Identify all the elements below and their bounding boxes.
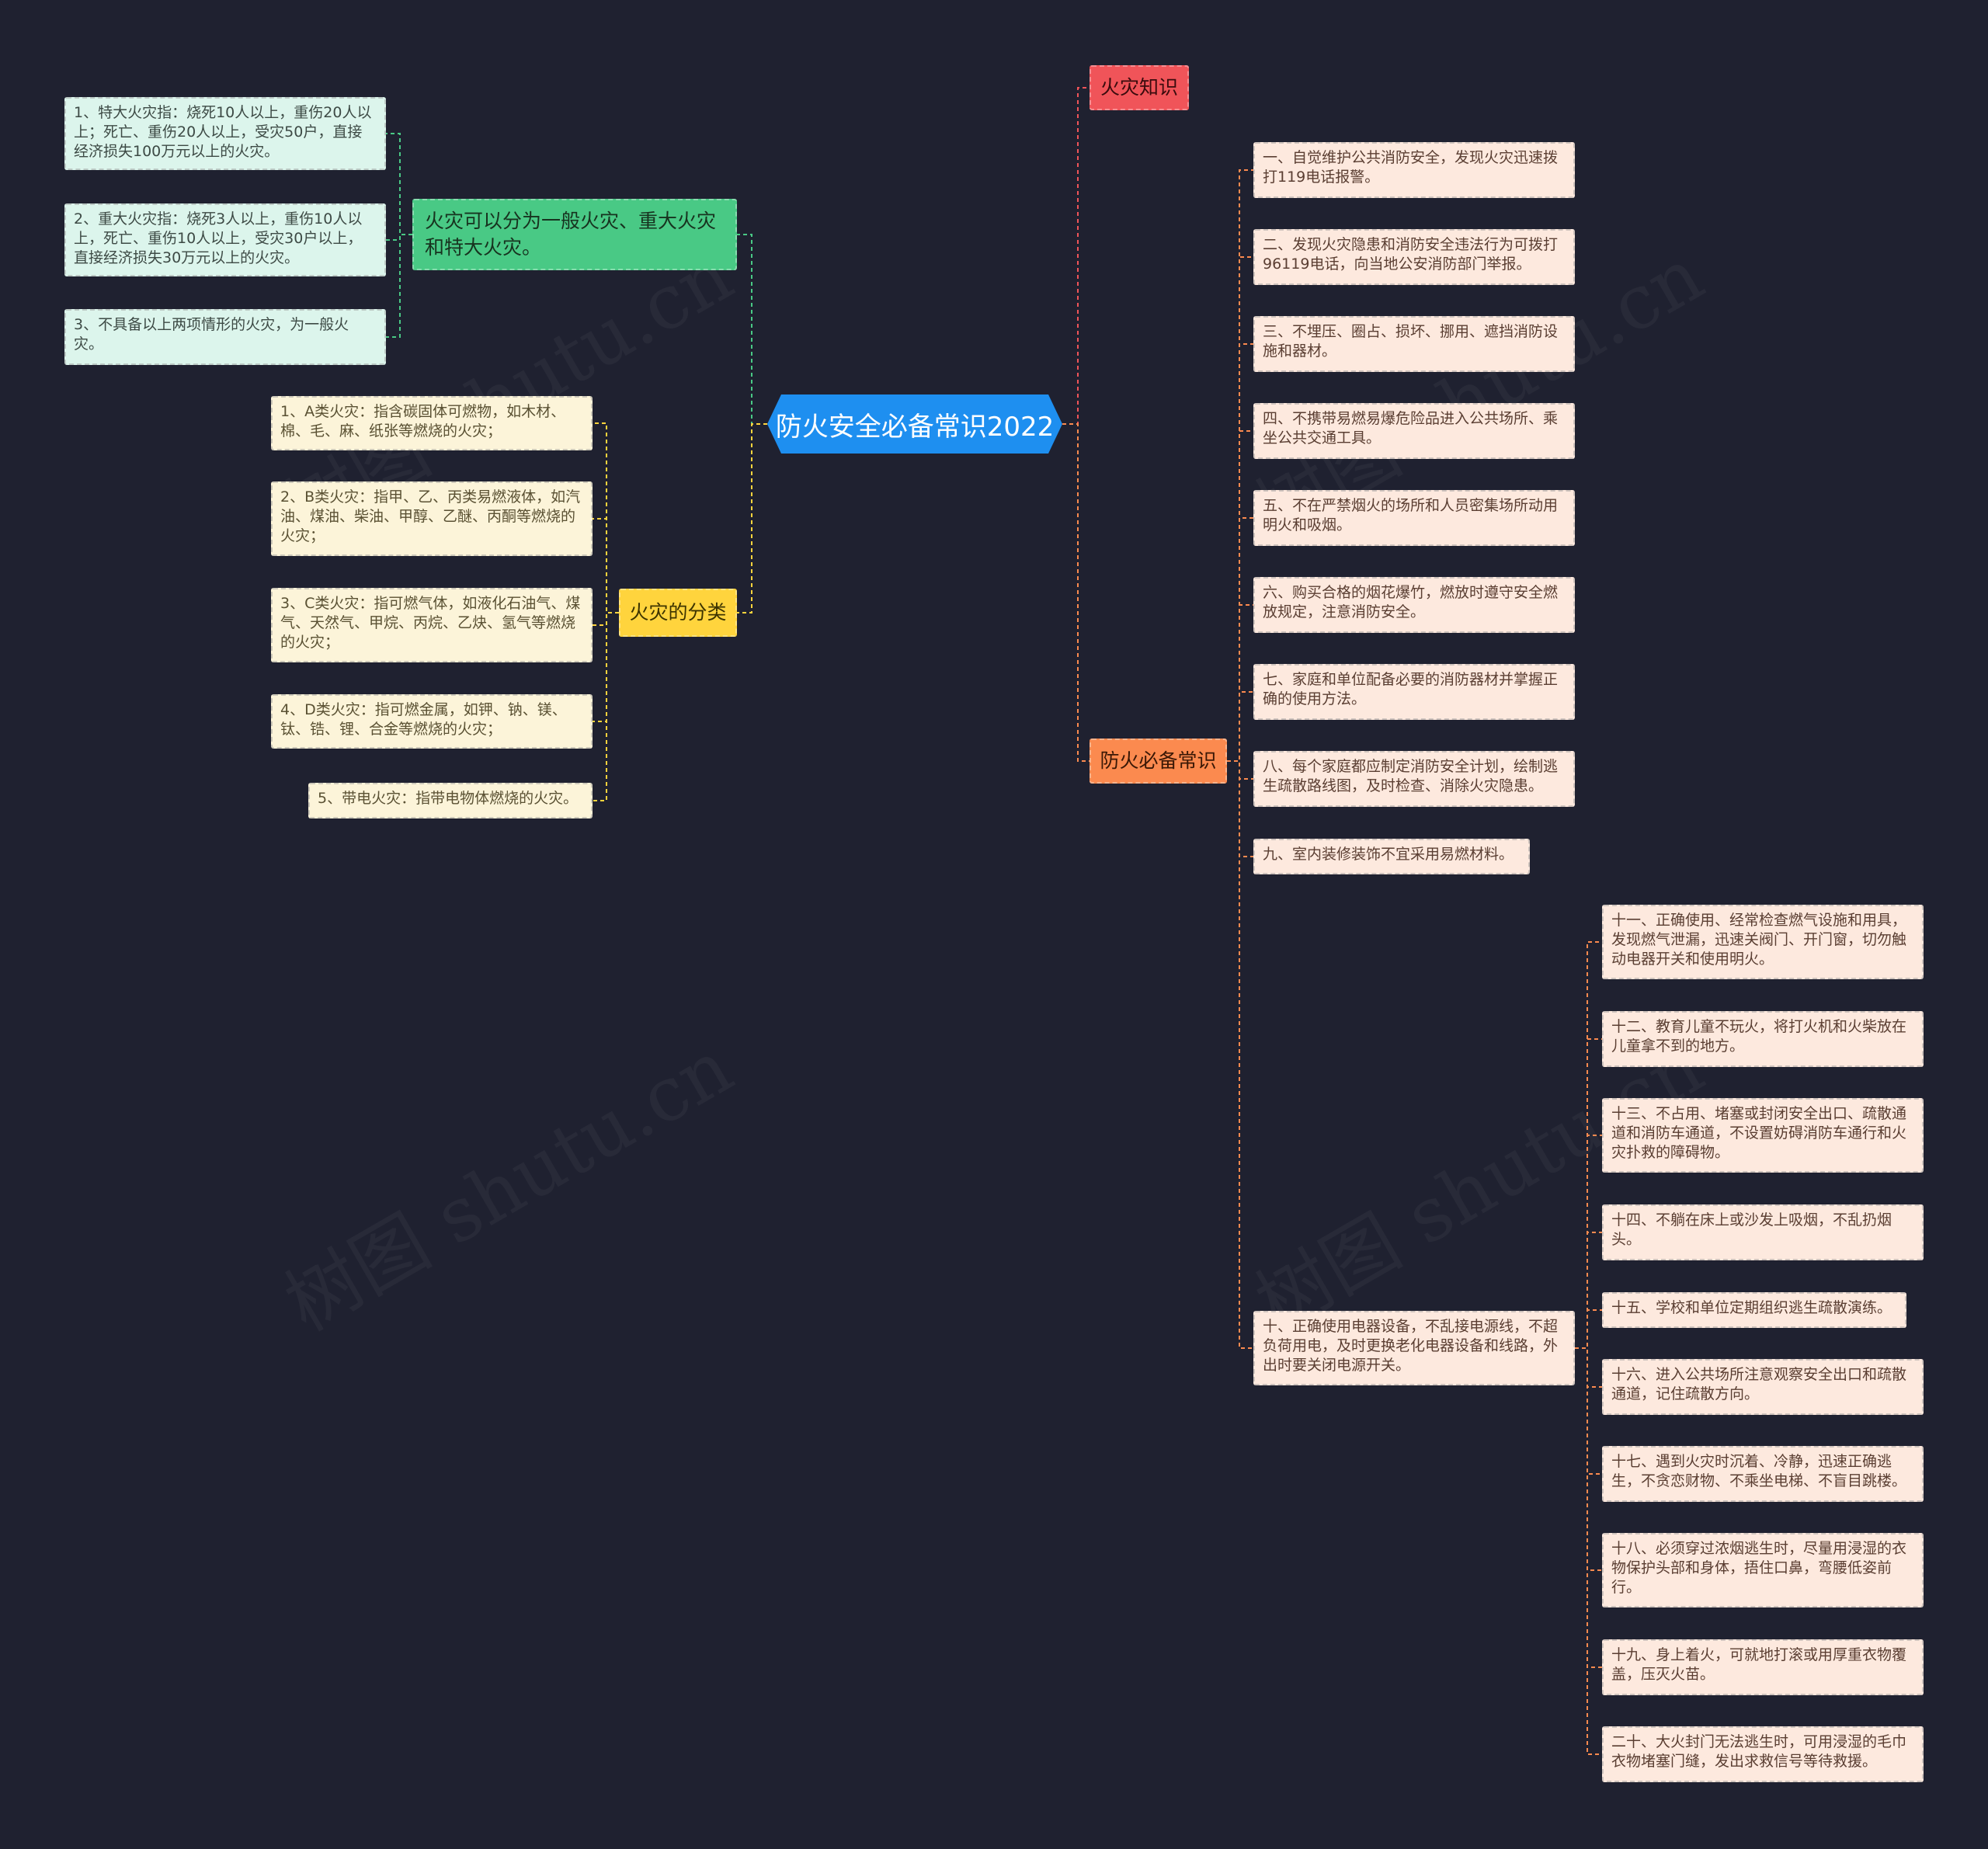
class-item[interactable]: 1、A类火灾：指含碳固体可燃物，如木材、棉、毛、麻、纸张等燃烧的火灾； bbox=[271, 396, 593, 450]
connector-line bbox=[1575, 1038, 1602, 1349]
connector-line bbox=[1227, 691, 1253, 762]
common-item[interactable]: 十、正确使用电器设备，不乱接电源线，不超负荷用电，及时更换老化电器设备和线路，外… bbox=[1253, 1311, 1575, 1385]
connector-line bbox=[593, 612, 619, 626]
common-item[interactable]: 四、不携带易燃易爆危险品进入公共场所、乘坐公共交通工具。 bbox=[1253, 403, 1575, 459]
connector-line bbox=[1575, 1347, 1602, 1388]
sub-item[interactable]: 十一、正确使用、经常检查燃气设施和用具，发现燃气泄漏，迅速关阀门、开门窗，切勿触… bbox=[1602, 905, 1924, 979]
common-item[interactable]: 九、室内装修装饰不宜采用易燃材料。 bbox=[1253, 839, 1530, 874]
sub-item[interactable]: 二十、大火封门无法逃生时，可用浸湿的毛巾衣物堵塞门缝，发出求救信号等待救援。 bbox=[1602, 1726, 1924, 1782]
sub-item[interactable]: 十七、遇到火灾时沉着、冷静，迅速正确逃生，不贪恋财物、不乘坐电梯、不盲目跳楼。 bbox=[1602, 1446, 1924, 1502]
connector-line bbox=[1227, 343, 1253, 762]
connector-line bbox=[1227, 760, 1253, 1349]
common-item[interactable]: 七、家庭和单位配备必要的消防器材并掌握正确的使用方法。 bbox=[1253, 664, 1575, 720]
connector-line bbox=[1575, 1135, 1602, 1349]
types-item[interactable]: 3、不具备以上两项情形的火灾，为一般火灾。 bbox=[64, 309, 386, 365]
branch-fire-common-sense[interactable]: 防火必备常识 bbox=[1090, 739, 1227, 784]
types-item[interactable]: 2、重大火灾指：烧死3人以上，重伤10人以上，死亡、重伤10人以上，受灾30户以… bbox=[64, 203, 386, 276]
sub-item[interactable]: 十八、必须穿过浓烟逃生时，尽量用浸湿的衣物保护头部和身体，捂住口鼻，弯腰低姿前行… bbox=[1602, 1533, 1924, 1607]
root-topic[interactable]: 防火安全必备常识2022 bbox=[767, 394, 1062, 454]
connector-line bbox=[1575, 1347, 1602, 1475]
connector-line bbox=[593, 518, 619, 613]
connector-line bbox=[1227, 604, 1253, 762]
branch-fire-classes[interactable]: 火灾的分类 bbox=[619, 589, 737, 637]
connector-line bbox=[1575, 1309, 1602, 1349]
branch-fire-knowledge[interactable]: 火灾知识 bbox=[1090, 65, 1189, 110]
connector-line bbox=[1062, 87, 1090, 425]
connector-line bbox=[1575, 1347, 1602, 1668]
connector-line bbox=[1575, 941, 1602, 1349]
connector-line bbox=[386, 133, 412, 235]
common-item[interactable]: 五、不在严禁烟火的场所和人员密集场所动用明火和吸烟。 bbox=[1253, 490, 1575, 546]
class-item[interactable]: 5、带电火灾：指带电物体燃烧的火灾。 bbox=[308, 783, 593, 818]
connector-line bbox=[1227, 760, 1253, 857]
connector-line bbox=[1062, 423, 1090, 762]
connector-line bbox=[737, 423, 767, 613]
connector-line bbox=[1575, 1347, 1602, 1755]
sub-item[interactable]: 十五、学校和单位定期组织逃生疏散演练。 bbox=[1602, 1292, 1906, 1328]
class-item[interactable]: 4、D类火灾：指可燃金属，如钾、钠、镁、钛、锆、锂、合金等燃烧的火灾； bbox=[271, 694, 593, 749]
sub-item[interactable]: 十九、身上着火，可就地打滚或用厚重衣物覆盖，压灭火苗。 bbox=[1602, 1639, 1924, 1695]
branch-fire-types[interactable]: 火灾可以分为一般火灾、重大火灾和特大火灾。 bbox=[412, 199, 737, 270]
common-item[interactable]: 二、发现火灾隐患和消防安全违法行为可拨打96119电话，向当地公安消防部门举报。 bbox=[1253, 229, 1575, 285]
sub-item[interactable]: 十六、进入公共场所注意观察安全出口和疏散通道，记住疏散方向。 bbox=[1602, 1359, 1924, 1415]
class-item[interactable]: 3、C类火灾：指可燃气体，如液化石油气、煤气、天然气、甲烷、丙烷、乙炔、氢气等燃… bbox=[271, 588, 593, 662]
types-item[interactable]: 1、特大火灾指：烧死10人以上，重伤20人以上；死亡、重伤20人以上，受灾50户… bbox=[64, 97, 386, 170]
sub-item[interactable]: 十四、不躺在床上或沙发上吸烟，不乱扔烟头。 bbox=[1602, 1204, 1924, 1260]
connector-line bbox=[1575, 1347, 1602, 1571]
common-item[interactable]: 三、不埋压、圈占、损坏、挪用、遮挡消防设施和器材。 bbox=[1253, 316, 1575, 372]
connector-line bbox=[1227, 256, 1253, 762]
sub-item[interactable]: 十二、教育儿童不玩火，将打火机和火柴放在儿童拿不到的地方。 bbox=[1602, 1011, 1924, 1067]
connector-line bbox=[386, 234, 412, 338]
sub-item[interactable]: 十三、不占用、堵塞或封闭安全出口、疏散通道和消防车通道，不设置妨碍消防车通行和火… bbox=[1602, 1098, 1924, 1173]
common-item[interactable]: 六、购买合格的烟花爆竹，燃放时遵守安全燃放规定，注意消防安全。 bbox=[1253, 577, 1575, 633]
connector-line bbox=[737, 234, 767, 425]
common-item[interactable]: 一、自觉维护公共消防安全，发现火灾迅速拨打119电话报警。 bbox=[1253, 142, 1575, 198]
connector-line bbox=[593, 612, 619, 801]
common-item[interactable]: 八、每个家庭都应制定消防安全计划，绘制逃生疏散路线图，及时检查、消除火灾隐患。 bbox=[1253, 751, 1575, 807]
class-item[interactable]: 2、B类火灾：指甲、乙、丙类易燃液体，如汽油、煤油、柴油、甲醇、乙醚、丙酮等燃烧… bbox=[271, 481, 593, 556]
connector-line bbox=[1575, 1232, 1602, 1349]
